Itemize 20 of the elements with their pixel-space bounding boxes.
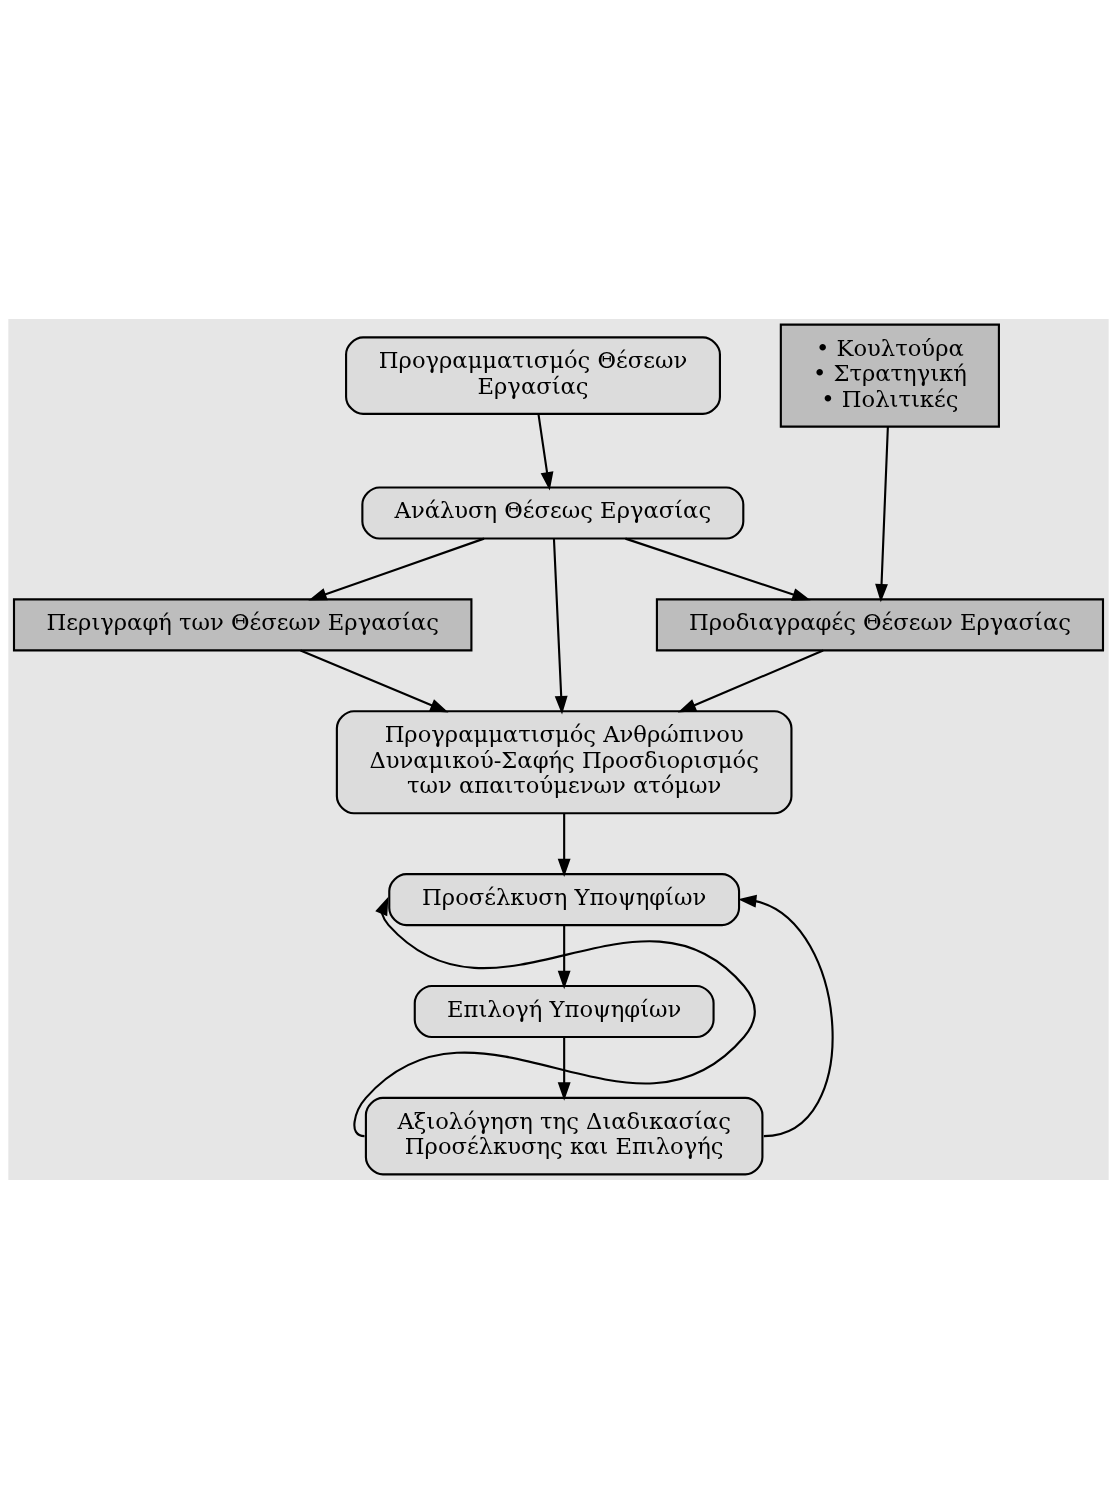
arrow <box>677 649 824 713</box>
arrow <box>557 925 571 990</box>
arrow <box>557 1037 571 1101</box>
arrow <box>738 894 834 1138</box>
node-box: Προγραμματισμός Ανθρώπινου Δυναμικού-Σαφής Προσδιορισμός των απαιτούμενων ατόμων <box>335 710 793 815</box>
arrow <box>300 649 449 713</box>
node-box: Προγραμματισμός Θέσεων Εργασίας <box>345 336 721 415</box>
arrow <box>552 538 568 715</box>
node-box: Προσέλκυση Υποψηφίων <box>388 873 741 927</box>
arrow <box>875 426 889 603</box>
node-box: Επιλογή Υποψηφίων <box>413 984 715 1039</box>
node-box: Αξιολόγηση της Διαδικασίας Προσέλκυσης και Επιλογής <box>364 1096 764 1176</box>
arrow <box>625 537 811 601</box>
node-box: Περιγραφή των Θέσεων Εργασίας <box>12 598 473 652</box>
arrow <box>308 537 485 601</box>
node-box: • Κουλτούρα • Στρατηγική • Πολιτικές <box>779 323 1000 428</box>
node-box: Ανάλυση Θέσεως Εργασίας <box>361 486 745 540</box>
node-box: Προδιαγραφές Θέσεων Εργασίας <box>655 598 1105 652</box>
arrow <box>537 414 554 491</box>
arrow <box>557 813 571 878</box>
